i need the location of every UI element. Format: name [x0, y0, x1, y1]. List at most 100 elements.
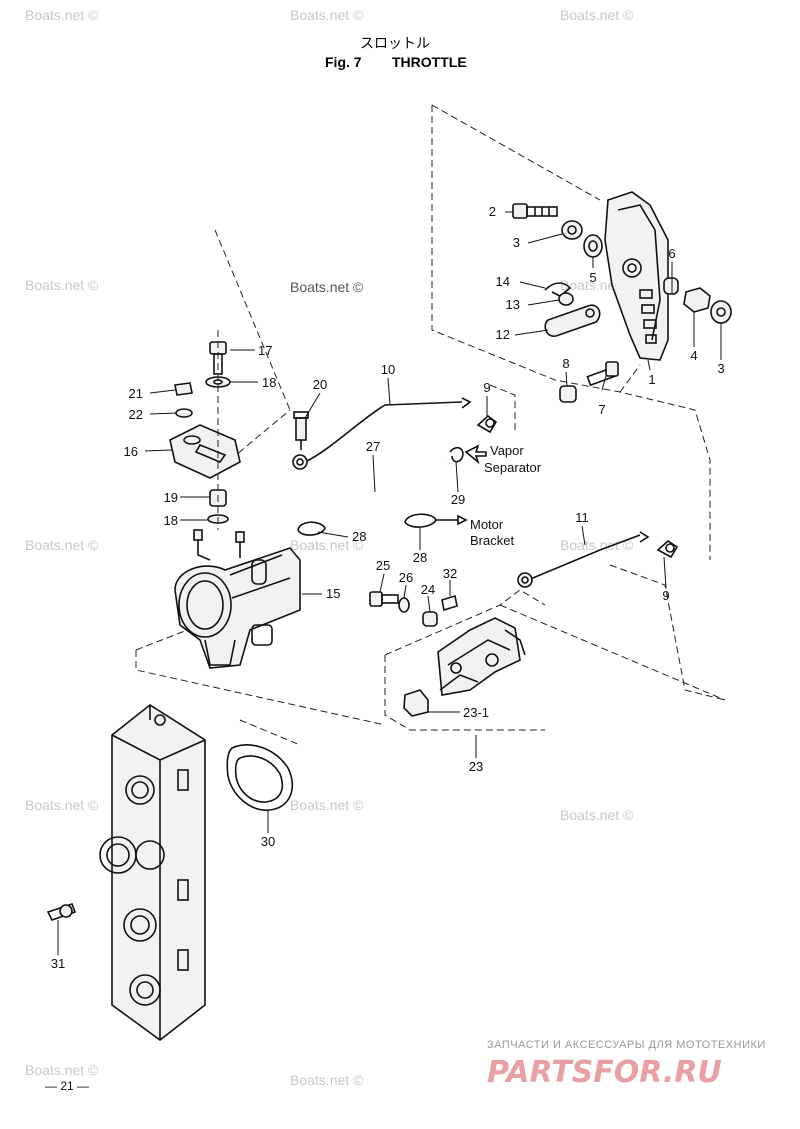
washer-part-26 [398, 597, 410, 613]
callout-17: 17 [258, 343, 272, 358]
callout-19: 19 [164, 490, 178, 505]
callout-20: 20 [313, 377, 327, 392]
callout-27: 27 [366, 439, 380, 454]
callout-16: 16 [124, 444, 138, 459]
watermark: Boats.net © [290, 1072, 364, 1088]
bolt-part-7 [586, 361, 619, 387]
watermark: Boats.net © [25, 1062, 99, 1078]
callout-18: 18 [164, 513, 178, 528]
assembly-outlines [135, 104, 726, 746]
callout-15: 15 [326, 586, 340, 601]
figure-title: THROTTLE [392, 54, 467, 70]
callout-6: 6 [668, 246, 675, 261]
linkage-assembly-part-23 [437, 617, 526, 696]
hose-clamp-part-28 [404, 513, 437, 528]
watermark: Boats.net © [290, 537, 364, 553]
bushing-part-6 [663, 277, 679, 295]
watermark: Boats.net © [560, 807, 634, 823]
callout-4: 4 [690, 348, 697, 363]
callout-23-1: 23-1 [463, 705, 489, 720]
callout-2: 2 [489, 204, 496, 219]
watermark: Boats.net © [25, 7, 99, 23]
leader-lines [57, 211, 722, 955]
watermark: Boats.net © [290, 279, 364, 295]
gasket-part-30 [226, 744, 294, 811]
washer-part-3 [561, 220, 583, 240]
throttle-body-part-15 [174, 529, 301, 669]
watermark: Boats.net © [290, 7, 364, 23]
bolt-part-2 [512, 203, 558, 219]
callout-13: 13 [506, 297, 520, 312]
watermark: Boats.net © [290, 797, 364, 813]
callout-28: 28 [413, 550, 427, 565]
bolt-part-31 [46, 902, 77, 921]
callout-11: 11 [575, 510, 589, 525]
callout-24: 24 [421, 582, 435, 597]
clip-part-9 [656, 539, 679, 559]
callout-31: 31 [51, 956, 65, 971]
watermark: Boats.net © [560, 537, 634, 553]
bolt-part-25 [369, 591, 399, 607]
motor-bracket-label-line2: Bracket [470, 533, 514, 548]
callout-1: 1 [648, 372, 655, 387]
title-japanese: スロットル [360, 36, 430, 52]
callout-25: 25 [376, 558, 390, 573]
callout-18: 18 [262, 375, 276, 390]
bracket-part-16 [169, 424, 241, 479]
washer-part-13 [558, 292, 574, 306]
vapor-separator-label-line1: Vapor [490, 443, 524, 458]
brand-logo: PARTSFOR.RU [487, 1055, 722, 1090]
washer-part-22 [175, 408, 193, 418]
callout-30: 30 [261, 834, 275, 849]
page-number: — 21 — [45, 1079, 89, 1093]
clip-part-9 [476, 414, 498, 434]
watermark: Boats.net © [25, 277, 99, 293]
motor-bracket-label-line1: Motor [470, 517, 504, 532]
washer-hole [716, 307, 726, 317]
clip-part-14 [544, 282, 572, 297]
throttle-lever-arm [604, 191, 669, 361]
collar-part-8 [559, 385, 577, 403]
callout-5: 5 [589, 270, 596, 285]
link-joint-part-12 [544, 304, 601, 337]
callouts: 2 3 5 6 4 3 1 14 13 12 8 7 17 18 21 22 1… [51, 204, 725, 971]
callout-26: 26 [399, 570, 413, 585]
fitting-part-20 [293, 411, 309, 450]
nut-part-21 [174, 382, 193, 396]
spacer-part-5 [583, 234, 603, 258]
intake-manifold [99, 704, 206, 1042]
bracket-part-23-1 [403, 689, 429, 717]
watermark: Boats.net © [25, 797, 99, 813]
washer-part-3 [710, 300, 732, 324]
callout-23: 23 [469, 759, 483, 774]
washer-hole [567, 225, 577, 235]
callout-32: 32 [443, 566, 457, 581]
spacer-hole [588, 240, 598, 252]
callout-28: 28 [352, 529, 366, 544]
link-rod-part-11 [517, 531, 650, 588]
brand-tagline: ЗАПЧАСТИ И АКСЕССУАРЫ ДЛЯ МОТОТЕХНИКИ [487, 1039, 766, 1051]
hose-inner [300, 457, 447, 504]
pad-part-32 [441, 594, 458, 612]
nut-part-4 [683, 287, 711, 313]
callout-14: 14 [496, 274, 510, 289]
callout-3: 3 [513, 235, 520, 250]
callout-22: 22 [129, 407, 143, 422]
clamp-part-29 [449, 446, 464, 463]
watermarks: Boats.net © Boats.net © Boats.net © Boat… [25, 7, 634, 1088]
callout-8: 8 [562, 356, 569, 371]
link-rod-part-10 [292, 397, 472, 470]
callout-21: 21 [129, 386, 143, 401]
vapor-separator-label-line2: Separator [484, 460, 542, 475]
callout-3: 3 [717, 361, 724, 376]
hose-clamp-part-28 [297, 521, 326, 536]
callout-7: 7 [598, 402, 605, 417]
callout-29: 29 [451, 492, 465, 507]
callout-12: 12 [496, 327, 510, 342]
watermark: Boats.net © [560, 7, 634, 23]
callout-9: 9 [483, 380, 490, 395]
collar-part-24 [422, 611, 438, 627]
watermark: Boats.net © [25, 537, 99, 553]
figure-number: Fig. 7 [325, 54, 362, 70]
